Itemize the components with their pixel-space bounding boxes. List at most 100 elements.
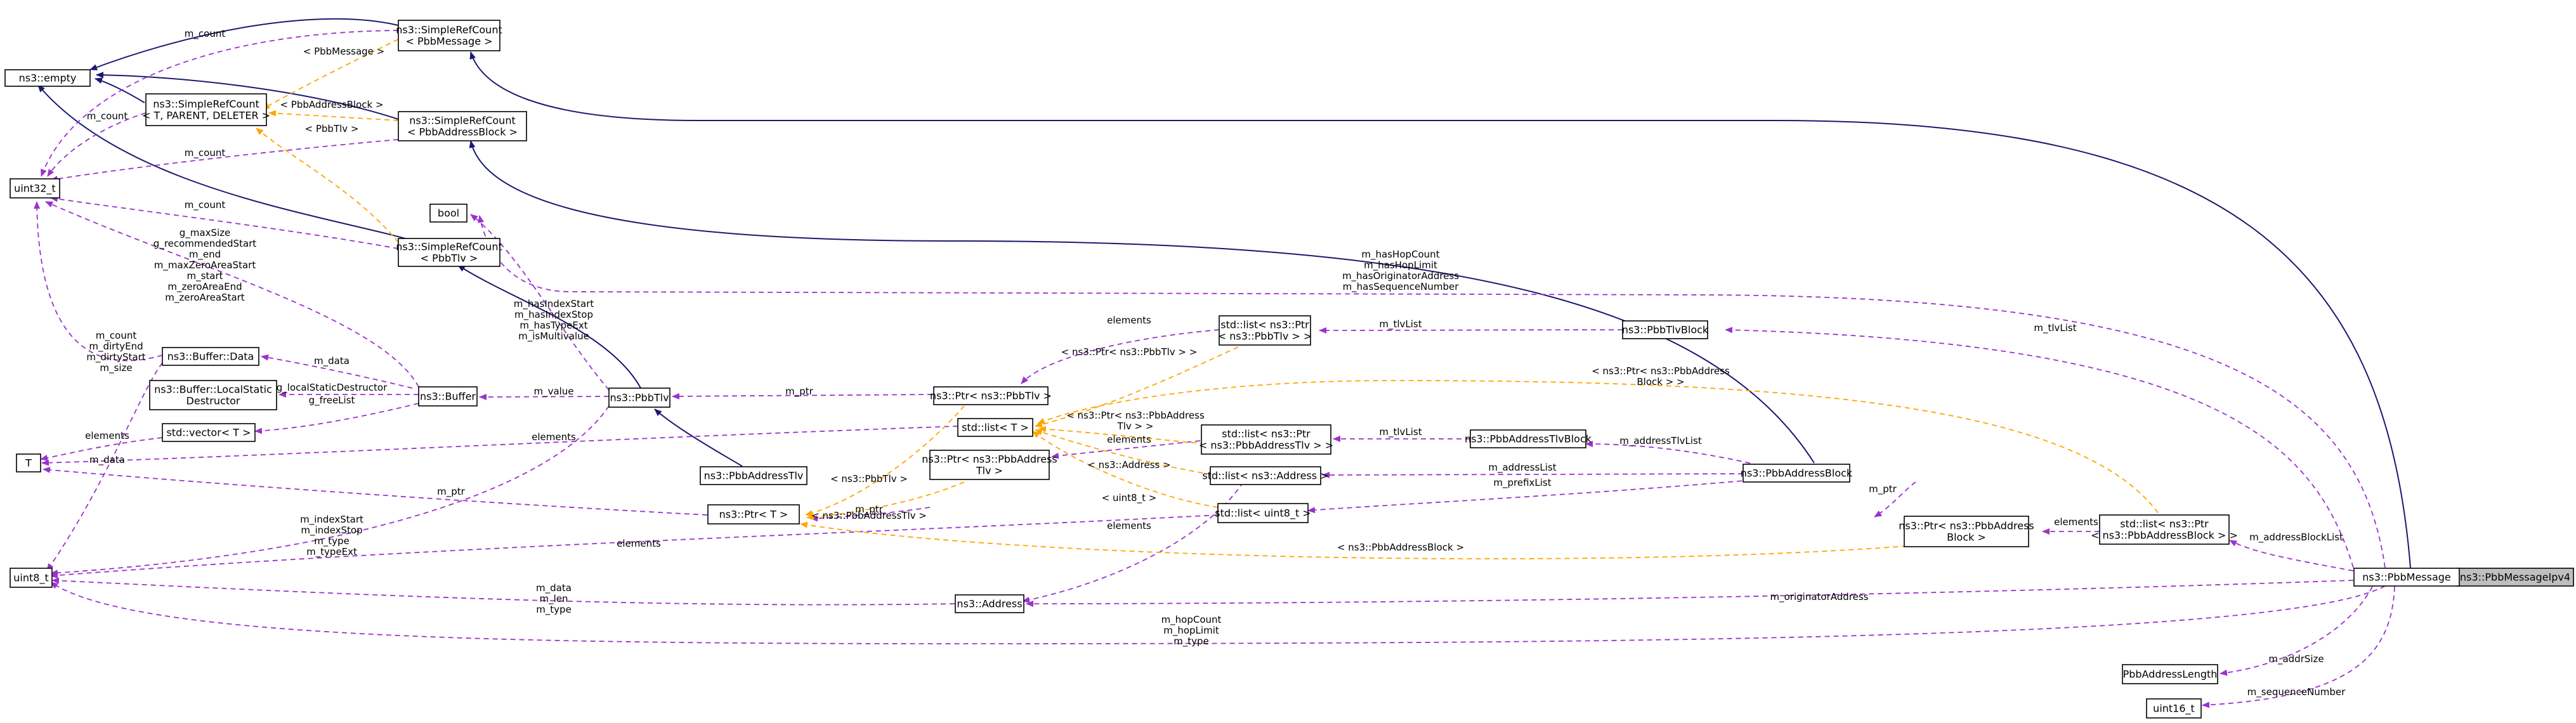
edge-label: < PbbTlv >	[305, 123, 359, 134]
tpl-ptr-ab	[800, 521, 1916, 559]
edge-addresslist	[1322, 471, 1744, 478]
node-list-ptr-pbbtlv[interactable]: std::list< ns3::Ptr< ns3::PbbTlv > >	[1218, 315, 1312, 346]
node-template-t[interactable]: T	[16, 453, 41, 472]
node-label: std::vector< T >	[166, 427, 251, 439]
node-label: ns3::Buffer	[420, 391, 476, 403]
node-label: bool	[438, 207, 459, 219]
node-ptr-pbbtlv[interactable]: ns3::Ptr< ns3::PbbTlv >	[930, 386, 1052, 405]
node-bool[interactable]: bool	[429, 204, 467, 223]
edge-addressblocklist	[2229, 540, 2354, 571]
node-uint16-t[interactable]: uint16_t	[2146, 698, 2202, 719]
edge-label: m_data	[314, 355, 350, 367]
edge-label-line: < ns3::Ptr< ns3::PbbAddress	[1592, 365, 1730, 377]
node-list-uint8[interactable]: std::list< uint8_t >	[1215, 503, 1311, 523]
node-uint32-t[interactable]: uint32_t	[10, 178, 60, 199]
edge-label-line: < ns3::PbbAddressBlock >	[1337, 542, 1464, 553]
edge-label-line: m_typeExt	[306, 546, 357, 558]
node-label-line: std::list< ns3::Ptr	[2120, 518, 2209, 530]
edge-label-line: elements	[1107, 315, 1151, 326]
node-label-line: < T, PARENT, DELETER >	[142, 110, 270, 122]
node-buffer-data[interactable]: ns3::Buffer::Data	[162, 347, 259, 366]
node-list-ptr-pbbaddressblock[interactable]: std::list< ns3::Ptr< ns3::PbbAddressBloc…	[2091, 514, 2238, 545]
node-pbbtlvblock[interactable]: ns3::PbbTlvBlock	[1622, 320, 1709, 339]
edge-label-line: m_hopCount	[1161, 614, 1222, 626]
edge-label-line: elements	[1107, 434, 1151, 445]
edge-label-line: m_zeroAreaEnd	[167, 281, 242, 293]
edge-label-line: m_hasOriginatorAddress	[1342, 270, 1459, 282]
edge-label: m_addressTlvList	[1619, 435, 1702, 447]
edge-label-line: m_indexStop	[301, 524, 362, 537]
node-uint8-t[interactable]: uint8_t	[10, 568, 53, 588]
edge-label: elements	[532, 431, 576, 443]
node-simplerefcount-pbbtlv[interactable]: ns3::SimpleRefCount< PbbTlv >	[396, 238, 502, 267]
node-std-list-t[interactable]: std::list< T >	[957, 418, 1033, 437]
edge-label: m_tlvList	[1379, 426, 1422, 438]
node-label: ns3::PbbTlvBlock	[1622, 324, 1709, 336]
node-buffer[interactable]: ns3::Buffer	[418, 386, 478, 407]
node-label: ns3::SimpleRefCount< PbbTlv >	[396, 241, 502, 264]
edge-label-line: < PbbAddressBlock >	[280, 99, 383, 110]
node-pbbmessageipv4[interactable]: ns3::PbbMessageIpv4	[2456, 568, 2574, 587]
node-label-line: std::list< ns3::Ptr	[1220, 319, 1309, 331]
edge-label-line: m_addrSize	[2268, 653, 2324, 665]
node-ns3-empty[interactable]: ns3::empty	[4, 69, 91, 87]
node-label: PbbAddressLength	[2123, 668, 2218, 681]
edge-label: m_count	[185, 28, 226, 40]
node-simplerefcount-pbbmessage[interactable]: ns3::SimpleRefCount< PbbMessage >	[396, 20, 502, 51]
edge-label: < ns3::PbbAddressTlv >	[811, 510, 927, 521]
inherit-simplerefcount-t-empty	[95, 77, 145, 103]
node-label: ns3::SimpleRefCount< PbbAddressBlock >	[407, 115, 518, 138]
node-pbbmessage[interactable]: ns3::PbbMessage	[2353, 568, 2460, 587]
node-pbbaddresstlvblock[interactable]: ns3::PbbAddressTlvBlock	[1465, 429, 1592, 448]
node-label-line: < PbbAddressBlock >	[407, 126, 518, 138]
node-label-line: std::list< ns3::Ptr	[1222, 428, 1311, 440]
edge-label-line: elements	[532, 431, 576, 443]
edge-label-line: < ns3::Ptr< ns3::PbbAddress	[1066, 410, 1205, 421]
edge-label: m_tlvList	[2034, 322, 2076, 334]
node-simplerefcount-pbbaddressblock[interactable]: ns3::SimpleRefCount< PbbAddressBlock >	[398, 111, 527, 141]
tpl-list-uint8	[1032, 431, 1219, 508]
edge-tlvlist-2	[1725, 327, 2354, 568]
node-label-line: ns3::Ptr< ns3::PbbAddress	[1899, 520, 2034, 532]
node-label-line: ns3::PbbAddressTlv	[704, 470, 804, 482]
edge-label-line: Tlv > >	[1117, 420, 1154, 432]
edge-label-line: m_addressList	[1488, 462, 1556, 474]
edge-label-line: elements	[617, 538, 661, 549]
edge-originatoraddress	[1026, 580, 2354, 607]
node-ptr-t[interactable]: ns3::Ptr< T >	[707, 504, 800, 524]
edge-m-count-ab	[50, 139, 399, 183]
node-label: std::list< uint8_t >	[1215, 507, 1311, 520]
node-list-address[interactable]: std::list< ns3::Address >	[1202, 466, 1329, 485]
node-label-line: ns3::Ptr< ns3::PbbTlv >	[930, 390, 1052, 402]
tpl-simplerefcount-tlv	[256, 127, 399, 243]
edge-label-line: m_hasIndexStart	[514, 298, 594, 310]
node-list-ptr-pbbaddresstlv[interactable]: std::list< ns3::Ptr< ns3::PbbAddressTlv …	[1199, 424, 1333, 455]
edge-bufdata-uint32	[34, 201, 163, 362]
edge-label-line: m_hasHopLimit	[1364, 259, 1437, 271]
tpl-list-ptrab	[1037, 380, 2164, 521]
node-pbbaddressblock[interactable]: ns3::PbbAddressBlock	[1741, 464, 1853, 483]
edge-label: g_localStaticDestructor	[277, 382, 388, 394]
node-label: std::list< ns3::Ptr< ns3::PbbAddressTlv …	[1199, 428, 1333, 452]
node-simplerefcount-t[interactable]: ns3::SimpleRefCount< T, PARENT, DELETER …	[142, 93, 270, 126]
tpl-list-address	[1035, 429, 1212, 475]
inherit-pbbaddresstlv-pbbtlv	[654, 408, 743, 467]
edge-label-line: m_hasHopCount	[1361, 249, 1439, 261]
edge-m-data	[261, 354, 413, 389]
node-pbbaddresstlv[interactable]: ns3::PbbAddressTlv	[700, 466, 807, 485]
edge-label-line: m_zeroAreaStart	[165, 292, 245, 304]
edge-label-line: m_size	[100, 362, 132, 374]
edge-label-line: elements	[2054, 516, 2098, 528]
node-address[interactable]: ns3::Address	[955, 594, 1024, 613]
edge-m-count-t	[47, 112, 147, 177]
node-std-vector-t[interactable]: std::vector< T >	[162, 423, 256, 442]
node-pbbtlv[interactable]: ns3::PbbTlv	[608, 388, 670, 408]
node-pbbaddresslength[interactable]: PbbAddressLength	[2122, 664, 2218, 684]
